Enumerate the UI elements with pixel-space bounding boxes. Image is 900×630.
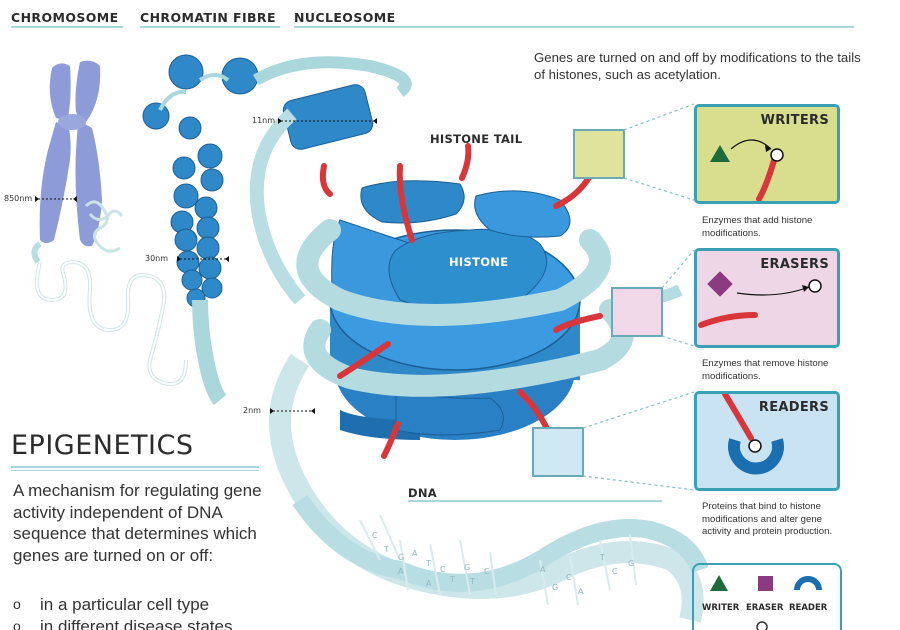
dna-base-letter: C xyxy=(484,567,490,576)
title-underline-thin xyxy=(11,470,259,471)
dna-base-letter: T xyxy=(469,577,475,586)
dna-base-letter: G xyxy=(464,563,470,572)
scale-2nm: 2nm xyxy=(243,406,261,415)
dna-underline xyxy=(408,500,662,502)
dna-base-letter: A xyxy=(412,549,418,558)
dna-base-letter: A xyxy=(426,579,432,588)
readers-card: READERS xyxy=(694,391,840,491)
dna-base-letter: G xyxy=(552,583,558,592)
bullet-circle-icon: o xyxy=(13,596,21,612)
header-underline xyxy=(11,26,123,28)
erasers-card: ERASERS xyxy=(694,248,840,348)
label-histone: HISTONE xyxy=(449,255,509,269)
dna-base-letter: T xyxy=(425,559,431,568)
dna-helix xyxy=(269,353,709,623)
legend-modification-icon xyxy=(756,621,768,630)
dna-base-letter: C xyxy=(566,573,572,582)
readers-description: Proteins that bind to histone modificati… xyxy=(702,501,833,537)
dna-base-letter: C xyxy=(440,565,446,574)
dna-base-letter: T xyxy=(449,575,455,584)
epigenetics-description: A mechanism for regulating gene activity… xyxy=(13,481,262,565)
reader-shape-icon xyxy=(728,438,784,475)
erasers-title: ERASERS xyxy=(760,257,829,272)
dna-base-letter: A xyxy=(540,565,546,574)
scale-30nm: 30nm xyxy=(145,254,169,263)
writer-triangle-icon xyxy=(710,145,730,162)
chromosome-shape xyxy=(39,60,102,247)
dna-base-letter: T xyxy=(383,545,389,554)
intro-text: Genes are turned on and off by modificat… xyxy=(534,50,861,82)
legend-writer-icon xyxy=(710,575,728,591)
scale-850nm: 850nm xyxy=(4,194,33,203)
scale-11nm: 11nm xyxy=(252,116,276,125)
label-histone-tail: HISTONE TAIL xyxy=(430,132,523,146)
writers-title: WRITERS xyxy=(760,113,829,128)
dna-base-letter: A xyxy=(398,567,404,576)
dna-base-letter: A xyxy=(578,587,584,596)
legend-box: WRITER ERASER READER xyxy=(692,563,842,630)
dna-base-letter: G xyxy=(398,553,404,562)
legend-reader-label: READER xyxy=(789,603,828,613)
legend-reader-icon xyxy=(794,576,822,591)
writers-card: WRITERS xyxy=(694,104,840,204)
eraser-diamond-icon xyxy=(707,271,733,297)
dna-base-letter: G xyxy=(628,559,634,568)
title-underline xyxy=(11,466,259,468)
legend-eraser-label: ERASER xyxy=(746,603,784,613)
legend-writer-label: WRITER xyxy=(702,603,740,613)
nucleosome-core xyxy=(329,180,581,440)
header-underline xyxy=(294,26,854,28)
chromatin-fibre-stack xyxy=(142,54,259,308)
dna-base-letter: C xyxy=(612,567,618,576)
header-chromosome: CHROMOSOME xyxy=(11,10,119,25)
header-underline xyxy=(140,26,280,28)
header-nucleosome: NUCLEOSOME xyxy=(294,10,396,25)
label-dna: DNA xyxy=(408,486,437,500)
writers-description: Enzymes that add histone modifications. xyxy=(702,215,813,239)
dna-base-letter: T xyxy=(599,553,605,562)
dna-base-letter: C xyxy=(372,531,378,540)
header-chromatin-fibre: CHROMATIN FIBRE xyxy=(140,10,276,25)
epigenetics-title: EPIGENETICS xyxy=(11,430,194,461)
legend-eraser-icon xyxy=(758,576,773,591)
erasers-description: Enzymes that remove histone modification… xyxy=(702,358,829,382)
bullet-circle-icon: o xyxy=(13,617,21,630)
readers-title: READERS xyxy=(758,400,829,415)
